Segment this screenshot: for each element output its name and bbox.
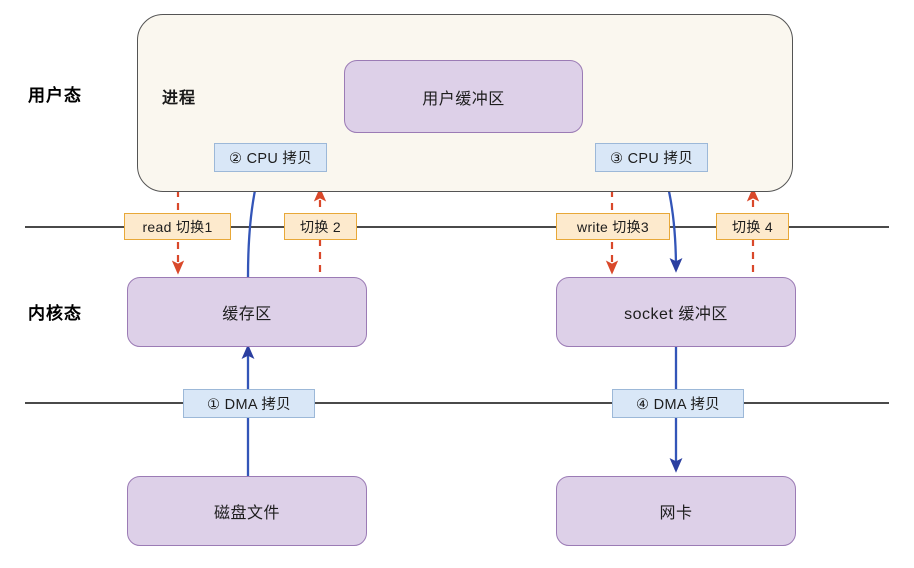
copy-tag-1-dma[interactable]: ① DMA 拷贝 [183, 389, 315, 418]
copy-tag-4-dma[interactable]: ④ DMA 拷贝 [612, 389, 744, 418]
node-disk-file[interactable]: 磁盘文件 [127, 476, 367, 546]
switch-tag-4[interactable]: 切换 4 [716, 213, 789, 240]
process-label: 进程 [162, 90, 197, 107]
switch-tag-4-label: 切换 4 [732, 218, 773, 235]
switch-tag-read-1-label: read 切换1 [142, 218, 213, 235]
copy-tag-4-dma-label: ④ DMA 拷贝 [636, 397, 720, 413]
node-socket-buffer-label: socket 缓冲区 [624, 306, 728, 323]
switch-tag-write-3[interactable]: write 切换3 [556, 213, 670, 240]
copy-tag-1-dma-label: ① DMA 拷贝 [207, 397, 291, 413]
switch-tag-read-1[interactable]: read 切换1 [124, 213, 231, 240]
switch-tag-2[interactable]: 切换 2 [284, 213, 357, 240]
node-disk-file-label: 磁盘文件 [213, 505, 280, 522]
node-network-card[interactable]: 网卡 [556, 476, 796, 546]
node-user-buffer[interactable]: 用户缓冲区 [344, 60, 583, 133]
node-cache-buffer[interactable]: 缓存区 [127, 277, 367, 347]
side-label-user-mode: 用户态 [28, 86, 82, 105]
switch-tag-write-3-label: write 切换3 [577, 218, 649, 235]
node-cache-buffer-label: 缓存区 [222, 306, 272, 323]
side-label-kernel-mode: 内核态 [28, 304, 82, 323]
switch-tag-2-label: 切换 2 [300, 218, 341, 235]
copy-tag-2-cpu[interactable]: ② CPU 拷贝 [214, 143, 327, 172]
node-socket-buffer[interactable]: socket 缓冲区 [556, 277, 796, 347]
copy-tag-2-cpu-label: ② CPU 拷贝 [228, 151, 313, 167]
copy-tag-3-cpu-label: ③ CPU 拷贝 [609, 151, 694, 167]
node-network-card-label: 网卡 [659, 505, 693, 522]
copy-tag-3-cpu[interactable]: ③ CPU 拷贝 [595, 143, 708, 172]
node-user-buffer-label: 用户缓冲区 [422, 90, 505, 108]
